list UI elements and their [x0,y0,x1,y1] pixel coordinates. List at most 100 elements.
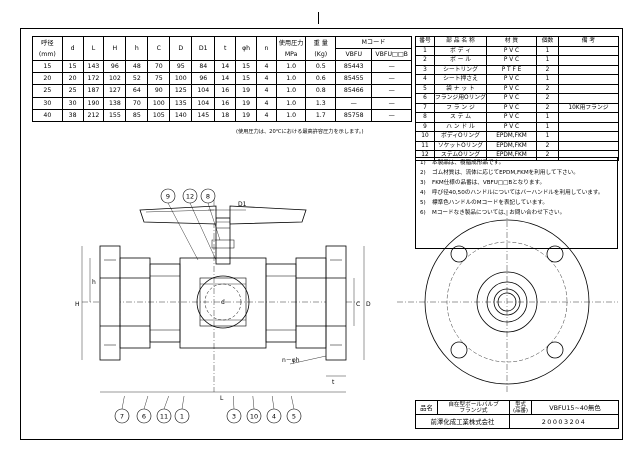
note-number: 6) [420,210,426,216]
note-item: 1) 本製品は、樹脂成形品です。 [416,158,617,168]
cell-n: 4 [256,84,277,98]
cell-pressure: 1.0 [275,59,307,74]
header-D1: D1 [191,36,216,61]
cell-weight: 0.8 [305,84,337,98]
bottom-leader-lines [121,396,295,410]
parts-cell-remarks [558,83,619,94]
leader-lines [167,202,221,261]
center-mark [318,12,319,24]
drawing-frame [20,28,623,440]
label-h: h [92,279,96,286]
cell-C: 100 [147,96,171,110]
cell-D: 140 [169,108,193,122]
label-H: H [75,301,80,308]
parts-cell-name: ボディOリング [434,131,487,142]
header-vbfu: VBFU [335,48,373,61]
balloon-3: 3 [232,413,236,421]
cell-L: 172 [82,72,105,86]
cell-variant: — [371,72,412,86]
cell-H: 138 [103,96,127,110]
parts-cell-remarks [558,93,619,104]
cell-h: 48 [125,59,149,74]
note-item: 4)呼び径40,50のハンドルについてはバーハンドルを利用しています。 [416,188,617,198]
parts-cell-material: P V C [486,74,537,85]
header-d: d [61,36,84,61]
dimension-text: D1 H h d L C D t n－φh [75,201,371,402]
cell-L: 190 [82,96,105,110]
cell-size: 40 [32,108,63,122]
cell-size: 20 [32,72,63,86]
left-flange [99,245,151,361]
cell-weight: 0.5 [305,59,337,74]
title-model-value: VBFU15~40無色 [531,400,619,415]
cell-vbfu: 85443 [335,59,373,74]
parts-cell-material: EPDM,FKM [486,140,537,151]
cell-size: 15 [32,59,63,74]
cell-D: 125 [169,84,193,98]
cell-vbfu: 85455 [335,72,373,86]
center-lines [82,200,618,394]
parts-cell-qty: 2 [536,140,559,151]
note-number: 4) [420,190,426,196]
note-number: 1) [420,160,426,166]
cell-n: 4 [256,59,277,74]
note-text: 本製品は、樹脂成形品です。 [432,160,505,166]
valve-handle [139,205,307,225]
cell-variant: — [371,84,412,98]
drawing-number: 20003204 [509,414,619,429]
notes-box: 1) 本製品は、樹脂成形品です。 2) ゴム材質は、流体に応じてEPDM,FKMを利用… [415,157,618,249]
balloon-4: 4 [272,413,276,421]
cell-variant: — [371,59,412,74]
parts-cell-remarks [558,131,619,142]
parts-cell-name: ス テ ム [434,112,487,123]
valve-stem [206,217,242,265]
label-D: D [366,301,371,308]
cell-h: 52 [125,72,149,86]
note-item: 5)標準色ハンドルのMコードを表記しています。 [416,198,617,208]
parts-cell-name: ボ デ ィ [434,45,487,56]
parts-cell-name: フランジ用Oリング [434,93,487,104]
parts-cell-material: P V C [486,83,537,94]
parts-cell-remarks: 10K用フランジ [558,102,619,113]
parts-cell-qty: 1 [536,112,559,123]
cell-d: 30 [61,96,84,110]
parts-header-no: 番号 [415,36,435,47]
parts-cell-remarks [558,55,619,66]
parts-cell-material: P T F E [486,64,537,75]
cell-D: 135 [169,96,193,110]
label-C: C [356,301,360,308]
valve-body [179,257,267,349]
balloon-12: 12 [186,193,194,201]
note-text: ゴム材質は、流体に応じてEPDM,FKMを利用して下さい。 [432,170,579,176]
parts-cell-material: P V C [486,93,537,104]
parts-cell-remarks [558,74,619,85]
header-phi-h: φh [235,36,258,61]
header-weight: 重 量(Kg) [305,36,337,61]
balloon-6: 6 [142,413,146,421]
cell-D1: 104 [191,84,216,98]
cell-H: 127 [103,84,127,98]
part-balloons [160,188,216,204]
cell-phi-h: 19 [235,108,258,122]
cell-vbfu: 85758 [335,108,373,122]
cell-C: 105 [147,108,171,122]
title-name-value: 自在型ボールバルブフランジ式 [437,400,510,415]
cell-d: 25 [61,84,84,98]
cell-L: 212 [82,108,105,122]
header-vbfu-variant: VBFU□□B [371,48,412,61]
parts-cell-no: 4 [415,74,435,85]
parts-cell-name: 袋 ナ ッ ト [434,83,487,94]
parts-cell-name: ハ ン ド ル [434,121,487,132]
note-number: 2) [420,170,426,176]
parts-cell-remarks [558,140,619,151]
